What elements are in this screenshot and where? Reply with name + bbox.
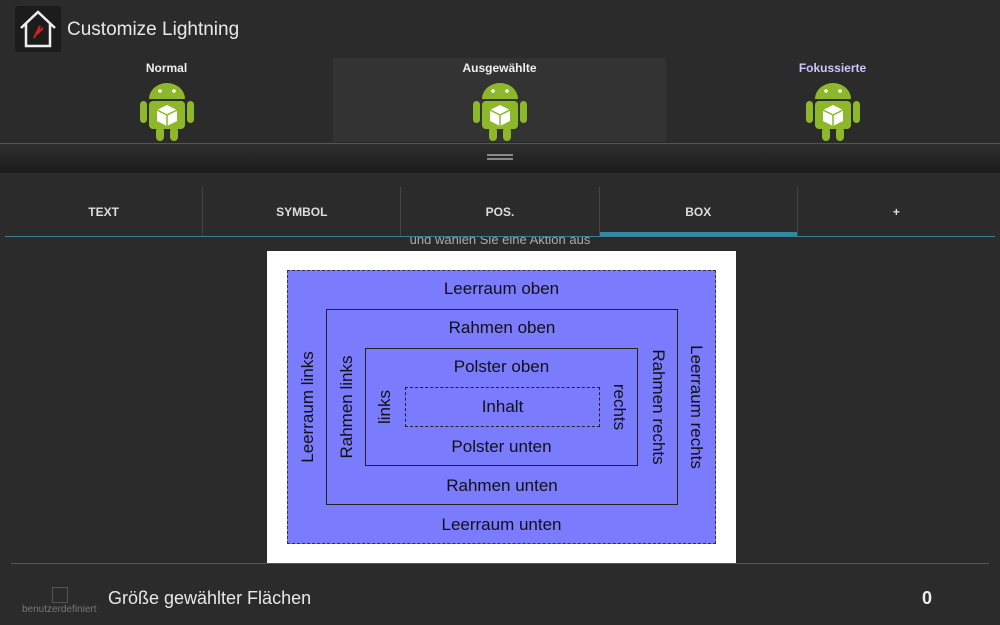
tab-pos[interactable]: POS. [401,187,600,236]
margin-area[interactable]: Leerraum oben Leerraum unten Leerraum li… [287,270,716,544]
tab-box[interactable]: BOX [599,187,798,236]
android-icon [472,83,527,141]
border-area[interactable]: Rahmen oben Rahmen unten Rahmen links Ra… [326,309,678,505]
border-top-label: Rahmen oben [448,318,556,337]
padding-area[interactable]: Polster oben Polster unten links rechts … [365,348,638,466]
drag-handle-icon[interactable] [487,154,513,160]
state-selected[interactable]: Ausgewählte [333,58,666,142]
content-area[interactable]: Inhalt [405,387,600,427]
border-left-label: Rahmen links [337,355,356,459]
size-label: Größe gewählter Flächen [108,588,312,608]
state-label: Fokussierte [798,61,867,75]
padding-right-label: rechts [610,383,629,431]
box-model-panel: Leerraum oben Leerraum unten Leerraum li… [267,251,736,563]
state-label: Normal [145,61,188,75]
state-label: Ausgewählte [462,61,537,75]
padding-bottom-label: Polster unten [451,437,552,456]
margin-top-label: Leerraum oben [443,279,560,298]
padding-left-label: links [375,389,394,425]
app-title: Customize Lightning [67,19,240,40]
app-icon[interactable] [15,6,61,52]
border-right-label: Rahmen rechts [649,349,668,465]
tab-plus[interactable]: + [892,204,900,219]
margin-right-label: Leerraum rechts [687,345,706,469]
margin-left-label: Leerraum links [298,351,317,463]
hint-text: und wählen Sie eine Aktion aus [409,237,591,247]
custom-checkbox[interactable] [52,587,68,603]
android-icon [805,83,860,141]
divider [11,563,989,564]
padding-top-label: Polster oben [453,357,550,376]
tab-bar: TEXT SYMBOL POS. BOX + [5,187,995,237]
tab-symbol[interactable]: SYMBOL [203,187,402,236]
tab-text[interactable]: TEXT [5,187,204,236]
size-value[interactable]: 0 [922,588,933,608]
border-bottom-label: Rahmen unten [446,476,558,495]
content-label: Inhalt [481,397,524,416]
checkbox-label: benutzerdefiniert [22,604,97,615]
state-focused[interactable]: Fokussierte [666,58,999,142]
state-normal[interactable]: Normal [0,58,333,142]
margin-bottom-label: Leerraum unten [441,515,562,534]
android-icon [139,83,194,141]
